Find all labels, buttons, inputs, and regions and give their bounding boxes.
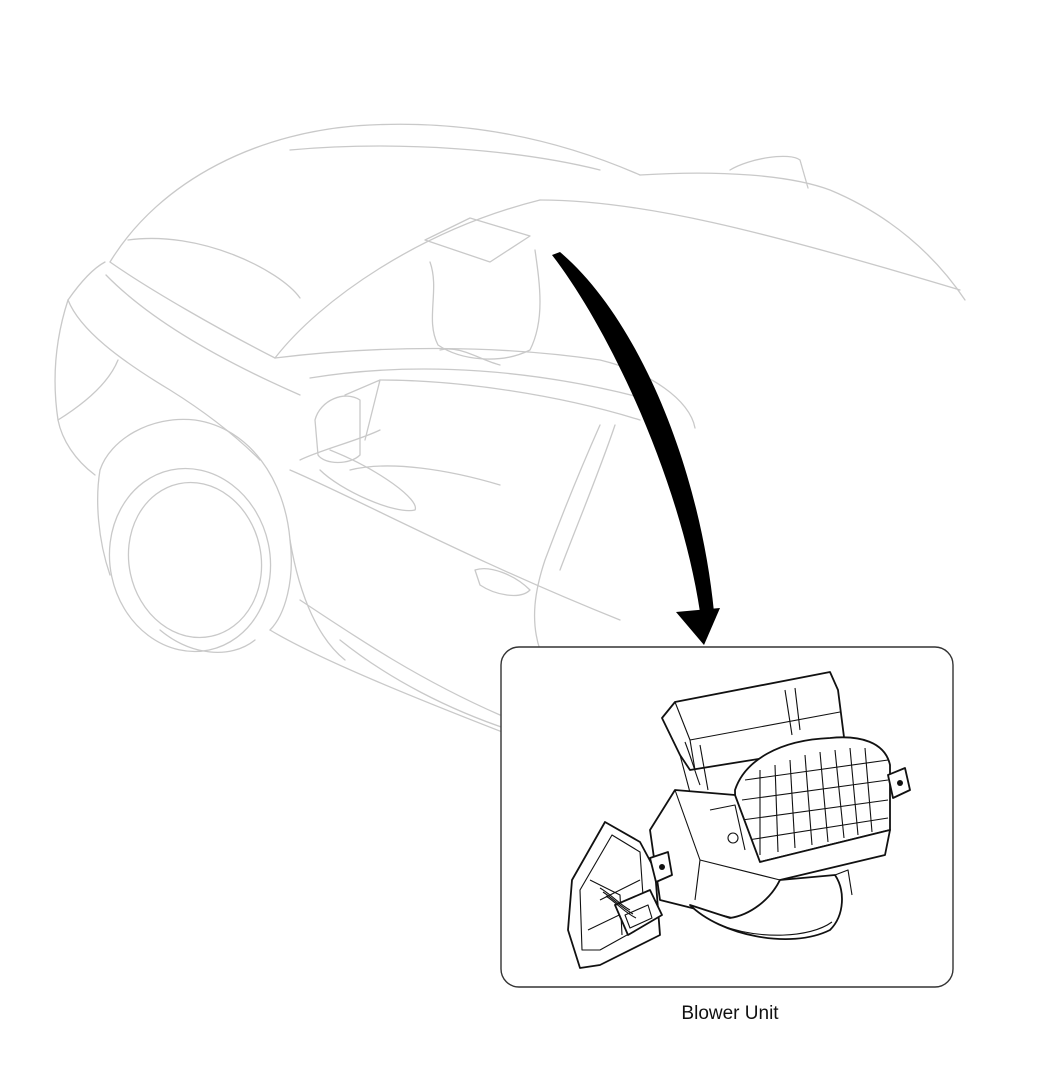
car-outline-drawing [54,123,966,736]
blower-unit-drawing [567,671,911,969]
curved-arrow-icon [552,252,720,645]
blower-unit-caption: Blower Unit [681,1003,779,1024]
filter-grille [741,747,889,855]
